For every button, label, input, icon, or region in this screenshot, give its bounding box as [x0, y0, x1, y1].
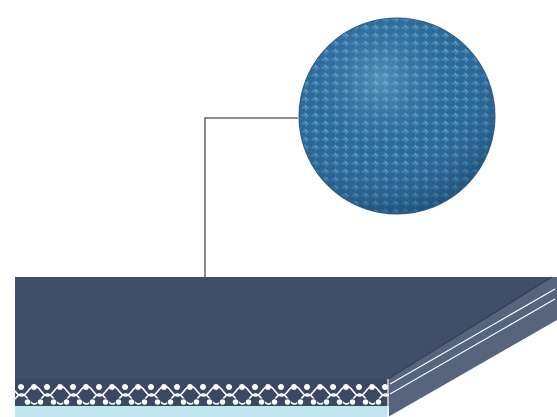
fabric-weft-dot: [62, 398, 71, 406]
fabric-weft-dot: [278, 384, 284, 390]
fabric-warp-line-1: [15, 385, 389, 397]
fabric-weft-dot: [75, 398, 84, 406]
fabric-weft-dot: [205, 398, 214, 406]
fabric-weft-dot: [101, 398, 110, 406]
fabric-weft-dot: [361, 398, 370, 406]
fabric-ply-weave: [15, 384, 389, 406]
fabric-weft-dot: [161, 384, 167, 390]
fabric-weft-dot: [109, 384, 115, 390]
fabric-weft-dot: [231, 398, 240, 406]
fabric-weft-dot: [200, 384, 206, 390]
fabric-weft-dot: [283, 398, 292, 406]
fabric-weft-dot: [44, 384, 50, 390]
fabric-weft-dot: [127, 398, 136, 406]
fabric-weft-dot: [382, 384, 388, 390]
fabric-weft-dot: [226, 384, 232, 390]
fabric-weft-dot: [330, 384, 336, 390]
belt-top-surface: [15, 277, 552, 379]
fabric-weft-dot: [335, 398, 344, 406]
fabric-weft-dot: [270, 398, 279, 406]
fabric-weft-dot: [18, 384, 24, 390]
fabric-weft-dot: [179, 398, 188, 406]
fabric-weft-dot: [88, 398, 97, 406]
fabric-weft-dot: [23, 398, 32, 406]
fabric-weft-dot: [252, 384, 258, 390]
belt-side-edge: [387, 276, 557, 417]
fabric-weft-dot: [257, 398, 266, 406]
fabric-weft-dot: [322, 398, 331, 406]
fabric-weft-dot: [114, 398, 123, 406]
fabric-weft-dot: [192, 398, 201, 406]
fabric-weft-dot: [148, 384, 154, 390]
fabric-weft-dot: [135, 384, 141, 390]
fabric-weft-dot: [309, 398, 318, 406]
fabric-weft-dot: [153, 398, 162, 406]
fabric-weft-dot: [70, 384, 76, 390]
fabric-weft-dot: [304, 384, 310, 390]
fabric-weft-dot: [83, 384, 89, 390]
fabric-weft-dot: [369, 384, 375, 390]
belt-front-cross-section: [15, 379, 389, 417]
fabric-weft-dot: [348, 398, 357, 406]
fabric-weft-dot: [374, 398, 383, 406]
fabric-weft-dot: [291, 384, 297, 390]
fabric-weft-dot: [218, 398, 227, 406]
fabric-weft-dot: [31, 384, 37, 390]
fabric-weft-dot: [356, 384, 362, 390]
fabric-weft-dot: [244, 398, 253, 406]
fabric-weft-dot: [122, 384, 128, 390]
fabric-weft-dot: [239, 384, 245, 390]
fabric-weft-dot: [343, 384, 349, 390]
fabric-weft-dot: [317, 384, 323, 390]
zoom-circle-texture-icon: [298, 17, 496, 215]
fabric-weft-dot: [296, 398, 305, 406]
fabric-weft-dot: [174, 384, 180, 390]
fabric-weft-dot: [140, 398, 149, 406]
fabric-weft-dot: [166, 398, 175, 406]
leader-line: [204, 117, 298, 298]
fabric-weft-dot: [57, 384, 63, 390]
fabric-weft-dot: [213, 384, 219, 390]
fabric-weft-dot: [36, 398, 45, 406]
fabric-weft-dot: [49, 398, 58, 406]
fabric-weft-dot: [265, 384, 271, 390]
fabric-weft-dot: [187, 384, 193, 390]
fabric-weft-dot: [96, 384, 102, 390]
